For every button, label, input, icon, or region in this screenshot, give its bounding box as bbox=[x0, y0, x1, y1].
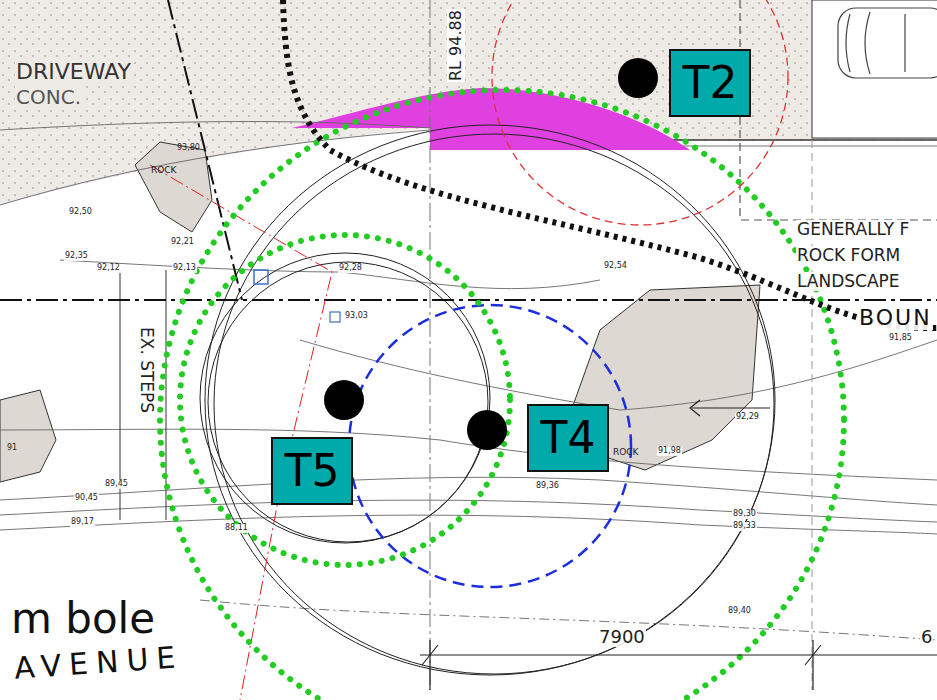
spot-level: 93,80 bbox=[176, 144, 201, 153]
plan-label: LANDSCAPE bbox=[796, 272, 901, 291]
tree-zone bbox=[492, 0, 788, 225]
tree-tag: T2 bbox=[669, 49, 752, 118]
dimension-line bbox=[420, 640, 937, 690]
plan-label: m bole bbox=[10, 596, 156, 642]
spot-level: ROCK bbox=[150, 166, 178, 176]
spot-level: 93,03 bbox=[344, 312, 369, 321]
survey-marker bbox=[254, 270, 268, 284]
plan-label: BOUN bbox=[858, 306, 933, 330]
car-bay bbox=[812, 0, 937, 138]
plan-label: DRIVEWAY bbox=[15, 60, 132, 84]
boundary-line bbox=[0, 299, 937, 301]
tree-tag: T5 bbox=[271, 437, 354, 506]
encroachment-area bbox=[292, 88, 690, 150]
tree-zone bbox=[349, 305, 631, 587]
arrow-head bbox=[690, 400, 700, 416]
structure-outline bbox=[740, 0, 937, 220]
spot-level: 89,45 bbox=[104, 480, 129, 489]
leader-line bbox=[692, 407, 770, 408]
spot-level: 92,12 bbox=[96, 264, 121, 273]
tree-trunk bbox=[467, 410, 507, 450]
plan-label: CONC. bbox=[15, 86, 82, 108]
spot-level: 92,21 bbox=[170, 238, 195, 247]
spot-level: 89,33 bbox=[732, 522, 757, 531]
spot-level: 89,17 bbox=[70, 518, 95, 527]
spot-level: 91,98 bbox=[657, 447, 682, 456]
rock-limit-line bbox=[283, 0, 937, 328]
plan-label: EX. STEPS bbox=[137, 326, 156, 414]
section-line bbox=[150, 165, 332, 700]
rock bbox=[135, 142, 212, 232]
spot-level: 91 bbox=[6, 444, 18, 453]
tree-number: T2 bbox=[683, 57, 738, 110]
tree-trunk bbox=[324, 380, 364, 420]
plan-label: RL 94.88 bbox=[447, 9, 465, 82]
spot-level: 92,29 bbox=[735, 413, 760, 422]
plan-label: GENERALLY F bbox=[796, 220, 910, 239]
spot-level: 89,30 bbox=[732, 510, 757, 519]
plan-label: 6 bbox=[920, 627, 933, 647]
spot-level: ROCK bbox=[612, 448, 640, 458]
grid-line bbox=[430, 0, 431, 690]
spot-level: 92,54 bbox=[603, 262, 628, 271]
spot-level: 92,13 bbox=[172, 264, 197, 273]
survey-marker bbox=[330, 312, 340, 322]
spot-level: 89,40 bbox=[727, 607, 752, 616]
tree-tag: T4 bbox=[527, 404, 610, 473]
setback-line bbox=[168, 0, 242, 300]
car-symbol bbox=[838, 8, 937, 78]
plan-label: AVENUE bbox=[12, 640, 185, 685]
spot-level: 92,28 bbox=[338, 264, 363, 273]
tree-trunk bbox=[618, 58, 658, 98]
tree-zone bbox=[180, 235, 510, 565]
spot-level: 88,11 bbox=[224, 524, 249, 533]
tree-number: T5 bbox=[285, 445, 340, 498]
canopy-outline bbox=[200, 125, 775, 675]
spot-level: 91,85 bbox=[888, 334, 913, 343]
plan-label: 7900 bbox=[598, 627, 646, 647]
plan-label: ROCK FORM bbox=[796, 246, 901, 265]
rock bbox=[0, 390, 56, 482]
tree-number: T4 bbox=[541, 412, 596, 465]
spot-level: 89,36 bbox=[535, 482, 560, 491]
spot-level: 90,45 bbox=[74, 494, 99, 503]
spot-level: 92,50 bbox=[68, 208, 93, 217]
tree-zone bbox=[160, 90, 844, 700]
spot-level: 92,35 bbox=[64, 252, 89, 261]
